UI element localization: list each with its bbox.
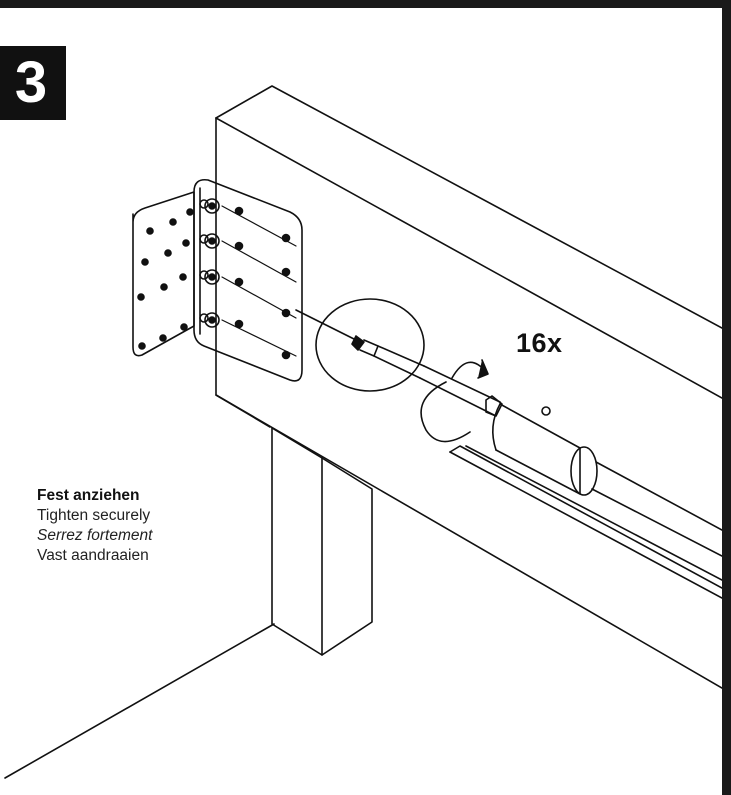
corner-bracket: [132, 178, 303, 382]
screw-icon: [199, 198, 220, 328]
instruction-german: Fest anziehen: [37, 487, 140, 504]
frame-right-border: [722, 0, 731, 795]
bed-rail: [215, 85, 722, 689]
frame-top-border: [0, 0, 731, 8]
rotation-arrow-icon: [420, 359, 551, 443]
instruction-text-block: Fest anziehen Tighten securely Serrez fo…: [37, 486, 152, 566]
floor-line: [4, 623, 275, 779]
step-number-badge: 3: [0, 46, 66, 120]
quantity-label: 16x: [516, 328, 563, 358]
instruction-english: Tighten securely: [37, 507, 151, 524]
screwdriver-icon: [419, 365, 722, 557]
instruction-french: Serrez fortement: [37, 527, 153, 544]
screw-detail-circle: [295, 298, 425, 392]
instruction-dutch: Vast aandraaien: [37, 547, 149, 564]
bed-leg: [271, 427, 373, 656]
